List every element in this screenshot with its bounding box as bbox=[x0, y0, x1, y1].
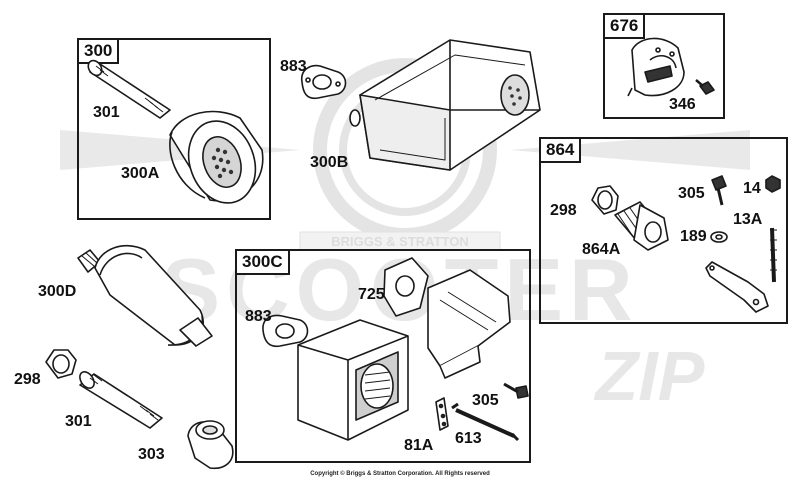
group-title-676: 676 bbox=[603, 13, 646, 39]
label-298-left: 298 bbox=[14, 371, 41, 388]
group-title-864: 864 bbox=[539, 137, 582, 163]
label-864a: 864A bbox=[582, 241, 621, 258]
copyright-notice: Copyright © Briggs & Stratton Corporatio… bbox=[310, 471, 490, 477]
label-305-bottom: 305 bbox=[472, 392, 499, 409]
gasket-883-bottom bbox=[262, 314, 309, 348]
nut-298-left bbox=[45, 349, 77, 379]
label-301-bottom: 301 bbox=[65, 413, 92, 430]
screw-346 bbox=[695, 79, 715, 95]
group-box-300c: 300C bbox=[235, 249, 531, 463]
round-muffler-300a bbox=[169, 110, 264, 204]
bolt-305-right bbox=[711, 175, 727, 206]
elbow-303 bbox=[187, 420, 234, 470]
nut-298-right bbox=[591, 185, 619, 215]
label-613: 613 bbox=[455, 430, 482, 447]
pipe-nipple-301-top bbox=[87, 59, 171, 119]
label-883-bottom: 883 bbox=[245, 308, 272, 325]
flange-pipe-864a bbox=[614, 201, 669, 251]
muffler-300c bbox=[297, 319, 409, 441]
label-301-top: 301 bbox=[93, 104, 120, 121]
group-title-300c: 300C bbox=[235, 249, 290, 275]
label-305-right: 305 bbox=[678, 185, 705, 202]
lock-plate-81a bbox=[435, 397, 449, 431]
group-box-676: 676 bbox=[603, 13, 725, 119]
label-300d: 300D bbox=[38, 283, 77, 300]
label-189: 189 bbox=[680, 228, 707, 245]
gasket-883-top bbox=[300, 64, 347, 100]
stud-13a bbox=[770, 227, 777, 283]
label-883-top: 883 bbox=[280, 58, 307, 75]
nut-14 bbox=[765, 175, 781, 193]
bolt-305-bottom bbox=[503, 382, 529, 399]
watermark-brand: BRIGGS & STRATTON bbox=[331, 234, 468, 249]
heat-shield-725 bbox=[427, 269, 511, 379]
label-13a: 13A bbox=[733, 211, 763, 228]
gasket-725-plate bbox=[383, 257, 429, 317]
rod-613 bbox=[451, 402, 520, 442]
label-14: 14 bbox=[743, 180, 761, 197]
group-title-300: 300 bbox=[77, 38, 120, 64]
label-303: 303 bbox=[138, 446, 165, 463]
watermark-tag: ZIP bbox=[594, 337, 705, 415]
group-box-864: 864 bbox=[539, 137, 788, 324]
group-box-300: 300 bbox=[77, 38, 271, 220]
label-300a: 300A bbox=[121, 165, 160, 182]
deflector-676 bbox=[627, 37, 685, 97]
pipe-nipple-301-bottom bbox=[79, 371, 163, 429]
label-298-right: 298 bbox=[550, 202, 577, 219]
label-300b: 300B bbox=[310, 154, 349, 171]
label-725: 725 bbox=[358, 286, 385, 303]
muffler-300b bbox=[349, 39, 541, 171]
label-81a: 81A bbox=[404, 437, 434, 454]
washer-189 bbox=[710, 231, 728, 243]
label-346: 346 bbox=[669, 96, 696, 113]
bracket bbox=[705, 261, 769, 313]
muffler-300d bbox=[77, 244, 213, 347]
